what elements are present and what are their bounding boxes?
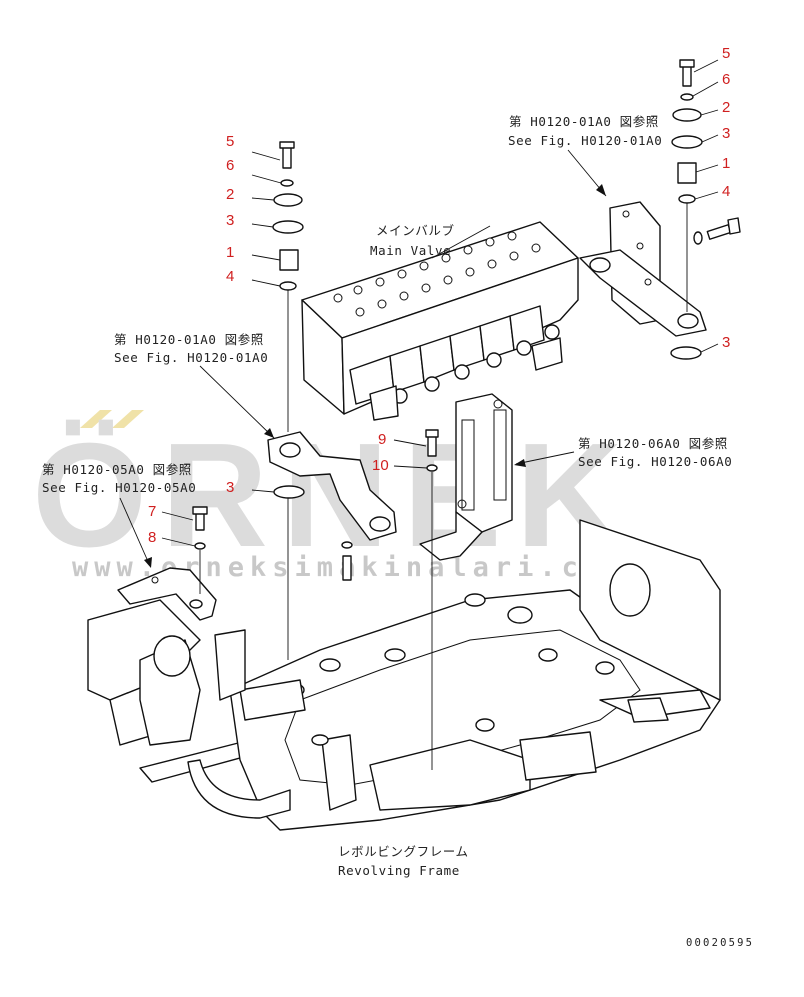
ring-3-lower [273, 485, 305, 499]
drawing-number: 00020595 [686, 937, 754, 949]
center-shield [419, 393, 513, 561]
callout-left-3: 3 [226, 212, 234, 229]
bolt-5-right-head [679, 59, 695, 68]
valve-spools [349, 305, 563, 421]
oring-4-right [678, 194, 696, 204]
ref-01a0-top-jp: 第 H0120-01A0 図参照 [509, 114, 659, 129]
pad-3 [464, 593, 486, 607]
bolt-5-right [682, 65, 692, 87]
watermark-brand: ÖRNEK [32, 413, 636, 578]
callout-right-3: 3 [722, 125, 730, 142]
bolt-5-left-head [279, 141, 295, 149]
main-valve-label-jp: メインバルブ [376, 223, 455, 238]
callout-9: 9 [378, 431, 386, 448]
right-mount-bracket [579, 201, 741, 337]
callout-8: 8 [148, 529, 156, 546]
oring-4-left [279, 281, 297, 291]
ring-3-right [671, 135, 703, 149]
watermark-accent-left [80, 410, 112, 428]
callout-left-bracket-3: 3 [226, 479, 234, 496]
washer-6-left [280, 179, 294, 187]
callout-right-5: 5 [722, 45, 730, 62]
washer-2-left [273, 193, 303, 207]
text-labels: メインバルブ Main Valve 第 H0120-01A0 図参照 See F… [42, 114, 754, 949]
spacer-1-right [677, 162, 697, 184]
leader-lines [119, 59, 719, 568]
callout-right-4: 4 [722, 183, 730, 200]
callout-numbers: 5 6 2 3 1 4 5 6 2 3 1 4 3 3 9 10 7 8 [148, 45, 730, 546]
frame-gusset [519, 731, 597, 781]
callout-10: 10 [372, 457, 389, 474]
callout-right-3-bottom: 3 [722, 334, 730, 351]
spacer-1-left [279, 249, 299, 271]
callout-left-5: 5 [226, 133, 234, 150]
ref-06a0-jp: 第 H0120-06A0 図参照 [578, 436, 728, 451]
pad-5 [538, 648, 558, 662]
callout-left-6: 6 [226, 157, 234, 174]
pad-6 [595, 661, 615, 675]
frame-post [321, 734, 357, 811]
ref-01a0-left-en: See Fig. H0120-01A0 [114, 350, 268, 365]
callout-right-6: 6 [722, 71, 730, 88]
ref-05a0-en: See Fig. H0120-05A0 [42, 480, 196, 495]
frame-inner-cutout [284, 629, 641, 786]
bolt-5-left [282, 145, 292, 169]
frame-label-en: Revolving Frame [338, 863, 460, 878]
ring-3-right-bottom [670, 346, 702, 360]
left-plate-1 [239, 679, 306, 721]
main-valve-label-en: Main Valve [370, 243, 451, 258]
callout-left-4: 4 [226, 268, 234, 285]
left-clamp [214, 629, 246, 701]
left-mount-bracket [267, 431, 397, 541]
ref-05a0-jp: 第 H0120-05A0 図参照 [42, 462, 192, 477]
watermark: ÖRNEK www.orneksimakinalari.com.tr [32, 410, 689, 583]
ring-3-left [272, 220, 304, 234]
callout-left-2: 2 [226, 186, 234, 203]
washer-6-right [680, 93, 694, 101]
ref-01a0-top-en: See Fig. H0120-01A0 [508, 133, 662, 148]
valve-ports [333, 231, 541, 317]
washer-2-right [672, 108, 702, 122]
pad-7 [475, 718, 495, 732]
revolving-frame [87, 519, 721, 831]
boom-boss-ring [153, 635, 191, 677]
pad-2 [384, 648, 406, 662]
pad-4 [507, 606, 533, 624]
left-stack [272, 141, 353, 660]
callout-left-1: 1 [226, 244, 234, 261]
ref-06a0-en: See Fig. H0120-06A0 [578, 454, 732, 469]
pad-8 [311, 734, 329, 746]
ref-01a0-left-jp: 第 H0120-01A0 図参照 [114, 332, 264, 347]
callout-7: 7 [148, 503, 156, 520]
small-hardware [192, 429, 439, 770]
main-valve [301, 221, 579, 421]
watermark-accent-right [112, 410, 144, 428]
side-plate-hole [609, 563, 651, 617]
frame-hose [187, 759, 291, 819]
frame-side-plate [579, 519, 721, 701]
right-stack [670, 59, 703, 360]
pad-1 [319, 658, 341, 672]
callout-right-1: 1 [722, 155, 730, 172]
left-05a0-bracket [117, 567, 217, 621]
frame-label-jp: レボルビングフレーム [338, 844, 469, 859]
frame-center-plate [369, 739, 531, 811]
callout-right-2: 2 [722, 99, 730, 116]
frame-step-plate [627, 697, 669, 723]
